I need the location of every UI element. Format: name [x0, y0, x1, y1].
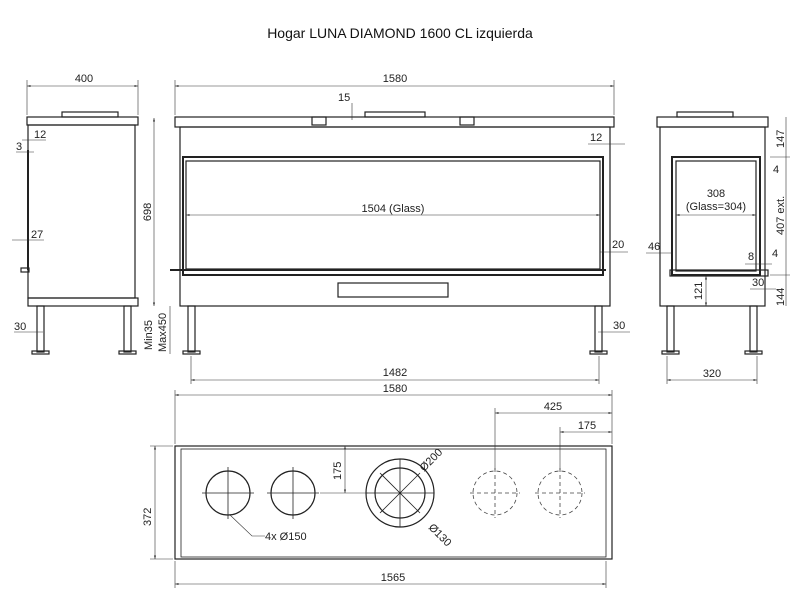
- dim-1580-front: 1580: [383, 73, 407, 85]
- dim-15: 15: [338, 92, 350, 104]
- dim-1565: 1565: [381, 572, 405, 584]
- right-side-view: 147 4 308 (Glass=304) 407 ext. 46 8 4 30…: [646, 111, 790, 384]
- drawing-title: Hogar LUNA DIAMOND 1600 CL izquierda: [267, 25, 533, 41]
- dim-175-horizontal: 175: [578, 420, 596, 432]
- dim-121: 121: [693, 282, 705, 300]
- main-flue-outlet: [365, 458, 435, 528]
- flue-hole: [202, 467, 254, 519]
- dim-308: 308: [707, 188, 725, 200]
- left-side-view: 400 698 12 3 27 30 Min35 Max450: [12, 73, 171, 355]
- dim-144: 144: [775, 288, 787, 306]
- dim-4x-diameter-150: 4x Ø150: [265, 531, 307, 543]
- dim-4-top: 4: [773, 164, 779, 176]
- dim-1580-top: 1580: [383, 383, 407, 395]
- dim-1482: 1482: [383, 367, 407, 379]
- dim-147: 147: [775, 130, 787, 148]
- dim-400: 400: [75, 73, 93, 85]
- dim-30-left: 30: [14, 321, 26, 333]
- dim-372: 372: [142, 508, 154, 526]
- top-view: 1580 425 175 175 Ø200 Ø130 4x Ø150 372 1…: [142, 383, 613, 588]
- dim-320: 320: [703, 368, 721, 380]
- dim-1504-glass: 1504 (Glass): [362, 203, 425, 215]
- dim-20: 20: [612, 239, 624, 251]
- dim-175-vertical: 175: [332, 462, 344, 480]
- flue-hole-dashed: [470, 468, 520, 518]
- dim-698: 698: [142, 203, 154, 221]
- dim-diameter-200: Ø200: [418, 447, 446, 475]
- dim-max450: Max450: [157, 313, 169, 352]
- flue-hole: [267, 467, 319, 519]
- dim-407-ext: 407 ext.: [775, 196, 787, 235]
- flue-hole-dashed: [535, 468, 585, 518]
- dim-8: 8: [748, 251, 754, 263]
- dim-3: 3: [16, 141, 22, 153]
- dim-30-right: 30: [752, 277, 764, 289]
- dim-27: 27: [31, 229, 43, 241]
- dim-4-bottom: 4: [772, 248, 778, 260]
- front-view: 1580 15 12 1504 (Glass) 20 30 1482: [170, 73, 630, 384]
- dim-12-front: 12: [590, 132, 602, 144]
- dim-30-front: 30: [613, 320, 625, 332]
- dim-diameter-130: Ø130: [426, 522, 454, 550]
- dim-425: 425: [544, 401, 562, 413]
- dim-glass-304: (Glass=304): [686, 201, 746, 213]
- dim-46: 46: [648, 241, 660, 253]
- dim-min35: Min35: [143, 320, 155, 350]
- dim-12: 12: [34, 129, 46, 141]
